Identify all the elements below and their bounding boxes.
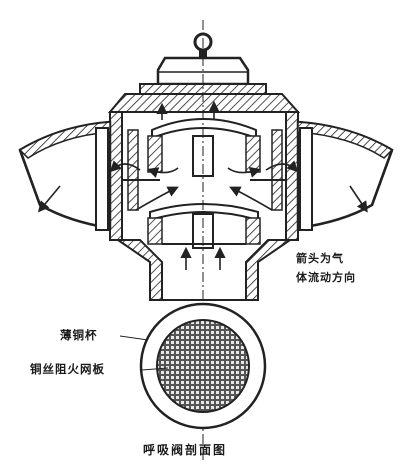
right-outlet xyxy=(296,120,394,231)
copper-ring-label: 薄铜杯 xyxy=(60,328,98,342)
flame-arrester-section xyxy=(139,302,267,430)
figure-caption: 呼吸阀剖面图 xyxy=(143,443,228,457)
lower-valve-disc xyxy=(147,203,261,249)
arrow-far-right xyxy=(349,185,368,213)
arrow-in-left xyxy=(146,167,179,178)
leader-lines xyxy=(119,335,169,371)
valve-body xyxy=(107,93,301,301)
flow-arrows xyxy=(37,100,368,270)
flow-note-line2: 体流动方向 xyxy=(296,271,356,284)
flame-mesh-label: 铜丝阻火网板 xyxy=(30,362,105,376)
arrow-low-left xyxy=(135,186,179,211)
arrow-out-left xyxy=(109,160,141,173)
upper-valve-disc xyxy=(147,118,261,177)
left-outlet xyxy=(18,120,112,231)
flow-note-line1: 箭头为气 xyxy=(296,252,344,265)
inner-partitions xyxy=(122,129,286,211)
arrow-far-left xyxy=(37,185,61,213)
arrow-low-right xyxy=(229,186,273,211)
arrow-out-right xyxy=(265,160,299,173)
arrow-in-right xyxy=(227,166,262,178)
